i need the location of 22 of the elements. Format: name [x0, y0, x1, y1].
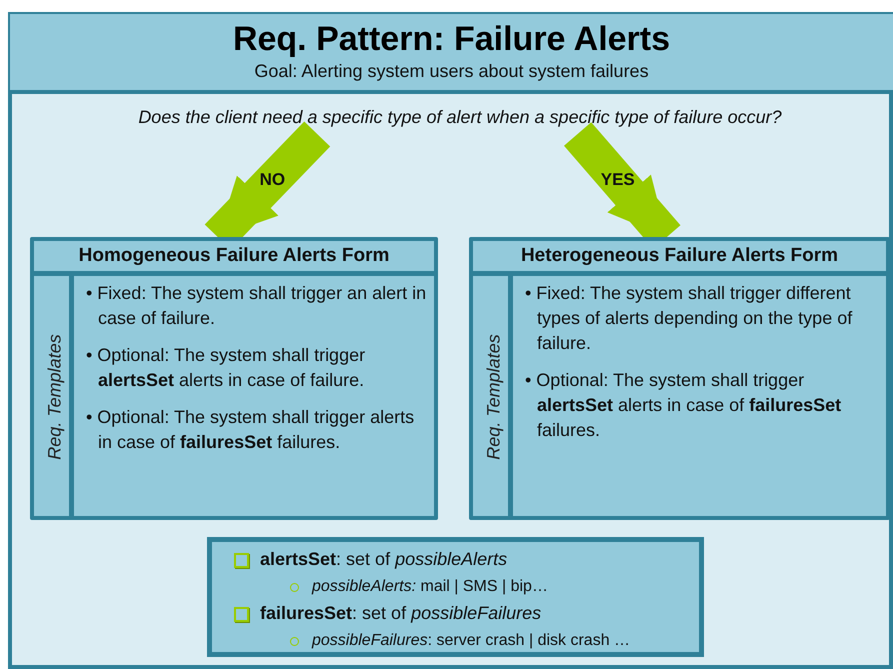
header-band — [10, 14, 893, 94]
title: Req. Pattern: Failure Alerts — [232, 20, 672, 59]
question-text: Does the client need a specific type of alert when a specific type of failure occur? — [40, 100, 880, 134]
template-item: • Fixed: The system shall trigger an alert in case of failure. — [86, 282, 428, 330]
form-heading: Homogeneous Failure Alerts Form — [34, 241, 434, 276]
definition-text: alertsSet: set of possibleAlerts — [260, 549, 508, 569]
edge-label: YES — [600, 170, 635, 190]
definitions-box — [207, 537, 704, 657]
form-heading: Heterogeneous Failure Alerts Form — [473, 241, 886, 276]
subtitle: Goal: Alerting system users about system failures — [253, 61, 650, 82]
vertical-label: Req. Templates — [483, 334, 504, 460]
definition-text: possibleAlerts: mail | SMS | bip… — [312, 578, 548, 595]
template-item: • Optional: The system shall trigger alertsSet alerts in case of failure. — [86, 344, 366, 392]
vertical-label: Req. Templates — [44, 334, 65, 460]
form-panel — [469, 237, 890, 520]
template-item: • Fixed: The system shall trigger different types of alerts depending on the type of failure. — [525, 282, 854, 355]
template-item: • Optional: The system shall trigger alertsSet alerts in case of failuresSet failures. — [525, 369, 842, 442]
template-item: • Optional: The system shall trigger alerts in case of failuresSet failures. — [86, 406, 416, 454]
definition-text: failuresSet: set of possibleFailures — [260, 603, 542, 623]
definition-text: possibleFailures: server crash | disk crash … — [312, 632, 630, 649]
edge-label: NO — [260, 170, 286, 190]
form-panel — [30, 237, 438, 520]
